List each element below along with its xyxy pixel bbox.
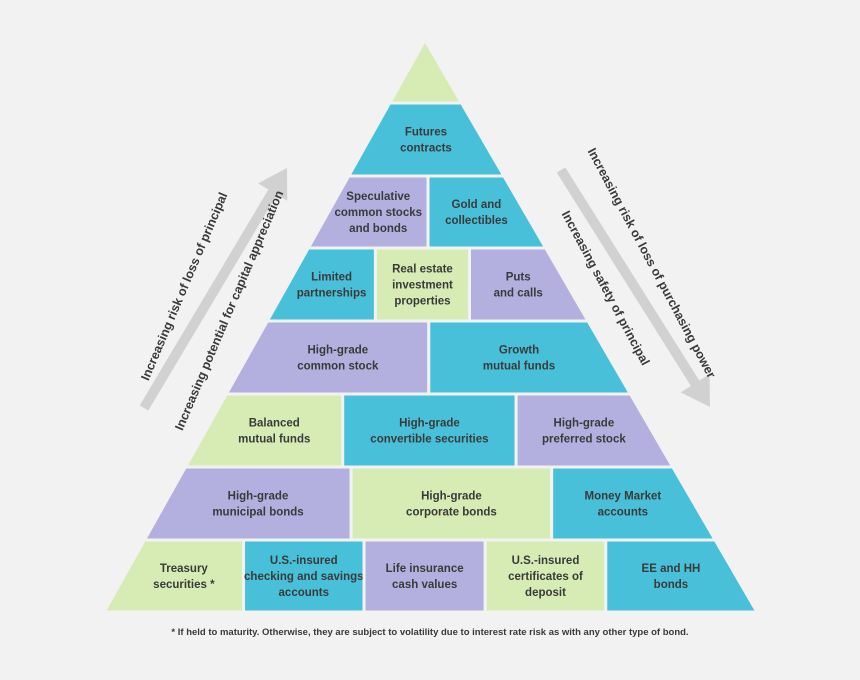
pyramid-cell-money-market-accounts [550, 465, 718, 542]
pyramid-cell-treasury-securities [101, 538, 246, 614]
footnote: * If held to maturity. Otherwise, they a… [171, 627, 689, 638]
pyramid-cell-high-grade-municipal-bonds [141, 465, 353, 542]
pyramid-cell-balanced-mutual-funds [182, 392, 345, 469]
pyramid-cell-high-grade-preferred-stock [514, 392, 676, 469]
down-arrow-right [556, 167, 710, 407]
pyramid-cell-life-insurance-cash-values [362, 538, 487, 614]
pyramid-cell-ee-and-hh-bonds [604, 538, 760, 614]
pyramid-cell-futures-contracts [346, 101, 507, 178]
pyramid-cell-high-grade-corporate-bonds [349, 465, 554, 542]
pyramid-cell-growth-mutual-funds [427, 319, 634, 396]
pyramid-cell-high-grade-common-stock [223, 319, 431, 396]
pyramid-cell-gold-and-collectibles [426, 174, 549, 250]
pyramid-cell-puts-and-calls [467, 246, 591, 323]
pyramid-cell-high-grade-convertible-securities [341, 392, 518, 469]
pyramid-cell-limited-partnerships [264, 246, 377, 323]
arrow-up-icon [139, 168, 288, 411]
right-outer-arrow-label: Increasing risk of loss of purchasing po… [585, 146, 719, 381]
up-arrow-left [139, 168, 288, 411]
pyramid-cell-apex [387, 36, 465, 105]
arrow-down-icon [556, 167, 710, 407]
